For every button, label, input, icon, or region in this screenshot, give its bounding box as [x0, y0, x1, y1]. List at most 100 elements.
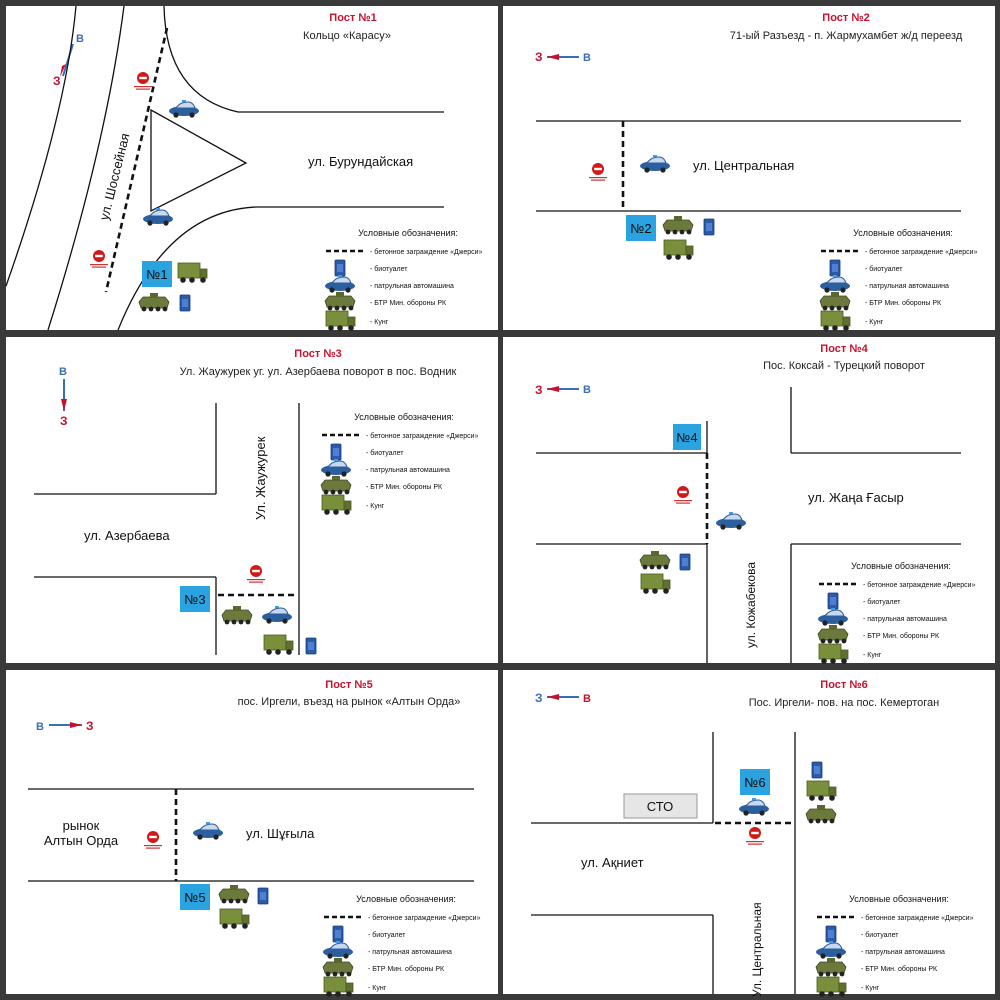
- street-label: ул. Шұғыла: [246, 826, 315, 841]
- legend-item-label: - патрульная автомашина: [370, 283, 454, 290]
- post-badge: [180, 884, 210, 910]
- legend-item-label: - биотуалет: [368, 931, 406, 939]
- street-label: ул. Бурундайская: [308, 154, 413, 169]
- legend-item-label: - БТР Мин. обороны РК: [370, 299, 447, 307]
- jersey-barrier: [104, 27, 169, 293]
- roads: [536, 120, 961, 212]
- post-subtitle: Кольцо «Карасу»: [303, 30, 391, 42]
- biotoilet-icon: [332, 925, 344, 943]
- legend-item-label: - бетонное заграждение «Джерси»: [366, 432, 479, 440]
- legend-item-label: - бетонное заграждение «Джерси»: [370, 248, 483, 256]
- legend-item-label: - БТР Мин. обороны РК: [863, 632, 940, 640]
- legend-item-label: - БТР Мин. обороны РК: [861, 965, 938, 973]
- street-label: ул. Кожабекова: [744, 562, 758, 648]
- biotoilet-icon: [257, 887, 269, 905]
- legend-item-label: - бетонное заграждение «Джерси»: [865, 248, 978, 256]
- post-subtitle: пос. Иргели, въезд на рынок «Алтын Орда»: [238, 696, 461, 708]
- legend-item-label: - патрульная автомашина: [865, 283, 949, 290]
- post-badge-label: №3: [184, 592, 205, 607]
- compass: В З: [53, 33, 84, 88]
- legend-item-label: - бетонное заграждение «Джерси»: [368, 914, 481, 922]
- street-label: ул. Азербаева: [84, 528, 170, 543]
- legend-item-label: - биотуалет: [861, 931, 899, 939]
- compass-south: В: [583, 693, 591, 705]
- panel-post-3: Пост №3 Ул. Жаужурек уг. ул. Азербаева п…: [6, 337, 498, 663]
- compass-north: З: [535, 691, 543, 705]
- legend-item-label: - Кунг: [861, 985, 880, 992]
- legend: Условные обозначения: - бетонное загражд…: [324, 228, 483, 332]
- post-title: Пост №6: [820, 679, 867, 691]
- legend-title: Условные обозначения:: [354, 412, 454, 422]
- biotoilet-icon: [703, 218, 715, 236]
- post-badge: [673, 424, 701, 450]
- street-label: Ул. Жаужурек: [253, 436, 268, 520]
- post-title: Пост №1: [329, 12, 376, 24]
- street-label: Ул. Центральная: [750, 902, 764, 997]
- sto-building: [623, 793, 698, 819]
- post-badge: [740, 769, 770, 795]
- legend-title: Условные обозначения:: [358, 228, 458, 238]
- biotoilet-icon: [829, 259, 841, 277]
- legend-item-label: - биотуалет: [370, 265, 408, 273]
- post-badge-label: №4: [676, 430, 697, 445]
- legend-item-label: - патрульная автомашина: [368, 949, 452, 956]
- compass-north: В: [36, 721, 44, 733]
- compass-south: З: [53, 74, 61, 88]
- compass-south: З: [535, 50, 543, 64]
- legend-item-label: - БТР Мин. обороны РК: [366, 483, 443, 491]
- compass-north: В: [583, 52, 591, 64]
- biotoilet-icon: [679, 553, 691, 571]
- legend-item-label: - Кунг: [863, 652, 882, 659]
- legend-item-label: - бетонное заграждение «Джерси»: [861, 914, 974, 922]
- panel-post-6: Пост №6 Пос. Иргели- пов. на пос. Кемерт…: [503, 670, 995, 998]
- post-subtitle: Пос. Коксай - Турецкий поворот: [763, 360, 925, 372]
- compass: В З: [59, 366, 68, 428]
- compass-arrow-icon: [62, 43, 74, 77]
- post-title: Пост №5: [325, 679, 372, 691]
- legend-item-label: - бетонное заграждение «Джерси»: [863, 581, 976, 589]
- roads: [28, 788, 474, 882]
- biotoilet-icon: [179, 294, 191, 312]
- legend-title: Условные обозначения:: [356, 894, 456, 904]
- legend-item-label: - патрульная автомашина: [861, 949, 945, 956]
- sto-label: СТО: [647, 799, 673, 814]
- compass: З В: [535, 383, 591, 397]
- post-title: Пост №4: [820, 343, 868, 355]
- legend-item-label: - биотуалет: [366, 449, 404, 457]
- biotoilet-icon: [827, 592, 839, 610]
- legend: Условные обозначения: - бетонное загражд…: [322, 894, 481, 998]
- biotoilet-icon: [305, 637, 317, 655]
- panel-post-1: Пост №1 Кольцо «Карасу» В З ул. Шоссейна…: [5, 5, 498, 332]
- biotoilet-icon: [334, 259, 346, 277]
- legend-title: Условные обозначения:: [849, 894, 949, 904]
- post-badge-label: №2: [630, 221, 651, 236]
- legend-title: Условные обозначения:: [851, 561, 951, 571]
- legend-item-label: - биотуалет: [863, 598, 901, 606]
- panel-post-2: Пост №2 71-ый Разъезд - п. Жармухамбет ж…: [503, 6, 995, 332]
- legend-item-label: - Кунг: [366, 503, 385, 510]
- compass-south: З: [535, 383, 543, 397]
- biotoilet-icon: [330, 443, 342, 461]
- post-badge-label: №1: [146, 267, 167, 282]
- panel-post-5: Пост №5 пос. Иргели, въезд на рынок «Алт…: [6, 670, 498, 998]
- compass-north: В: [76, 33, 84, 45]
- street-label: ул. Центральная: [693, 158, 794, 173]
- compass-south: З: [86, 719, 94, 733]
- compass: З В: [535, 691, 591, 705]
- street-label: рынок: [63, 818, 100, 833]
- roads: [34, 403, 300, 655]
- post-badge: [142, 261, 172, 287]
- street-label: ул. Ақниет: [581, 855, 644, 870]
- legend-item-label: - Кунг: [368, 985, 387, 992]
- panel-post-4: Пост №4 Пос. Коксай - Турецкий поворот З…: [503, 337, 995, 665]
- post-title: Пост №2: [822, 12, 869, 24]
- legend-item-label: - БТР Мин. обороны РК: [865, 299, 942, 307]
- compass-north: В: [583, 384, 591, 396]
- roads: [531, 732, 796, 994]
- compass: В З: [36, 719, 94, 733]
- legend: Условные обозначения: - бетонное загражд…: [815, 894, 974, 998]
- legend: Условные обозначения: - бетонное загражд…: [320, 412, 479, 516]
- legend-item-label: - Кунг: [370, 319, 389, 326]
- compass-north: В: [59, 366, 67, 378]
